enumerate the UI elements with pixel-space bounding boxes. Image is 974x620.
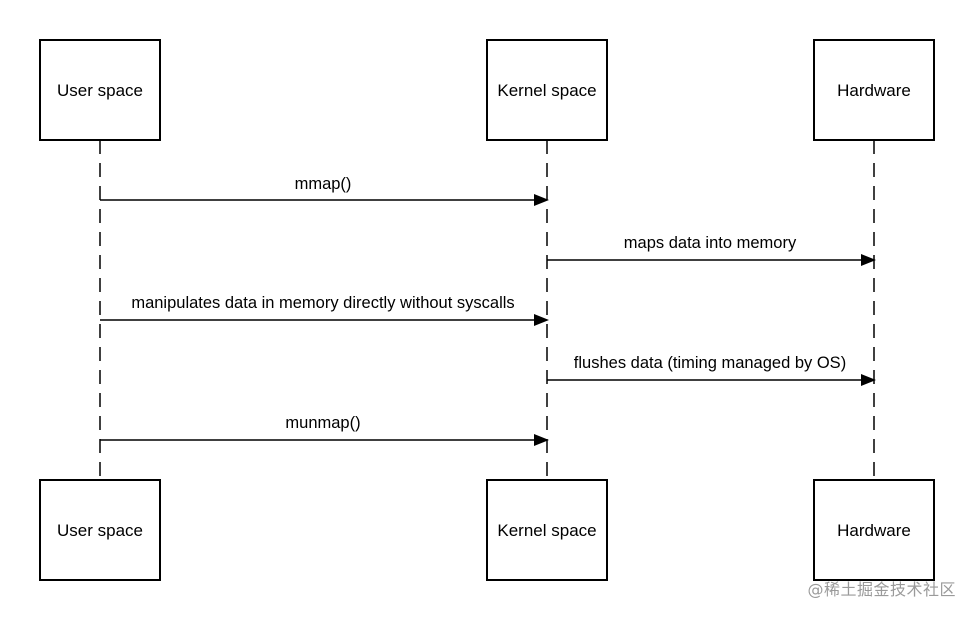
arrowhead: [534, 314, 549, 326]
arrowhead: [861, 374, 876, 386]
message-manipulates-data: manipulates data in memory directly with…: [100, 294, 549, 326]
participant-bottom-kernel: Kernel space: [486, 479, 608, 581]
message-label: flushes data (timing managed by OS): [574, 354, 846, 372]
participant-bottom-user: User space: [39, 479, 161, 581]
arrowhead: [534, 434, 549, 446]
participant-label: Kernel space: [497, 521, 596, 540]
participant-label: User space: [57, 521, 143, 540]
message-mmap: mmap(): [100, 175, 549, 206]
message-label: mmap(): [295, 175, 352, 193]
participant-label: Hardware: [837, 521, 911, 540]
arrowhead: [861, 254, 876, 266]
participant-label: Kernel space: [497, 81, 596, 100]
message-maps-data: maps data into memory: [547, 234, 876, 266]
message-label: manipulates data in memory directly with…: [131, 294, 514, 312]
message-flushes-data: flushes data (timing managed by OS): [547, 354, 876, 386]
participant-label: Hardware: [837, 81, 911, 100]
participant-label: User space: [57, 81, 143, 100]
participant-top-hardware: Hardware: [813, 39, 935, 141]
participant-bottom-hardware: Hardware: [813, 479, 935, 581]
participant-top-user: User space: [39, 39, 161, 141]
message-label: munmap(): [285, 414, 360, 432]
arrowhead: [534, 194, 549, 206]
message-label: maps data into memory: [624, 234, 797, 252]
watermark: @稀土掘金技术社区: [807, 580, 956, 599]
message-munmap: munmap(): [100, 414, 549, 446]
participant-top-kernel: Kernel space: [486, 39, 608, 141]
